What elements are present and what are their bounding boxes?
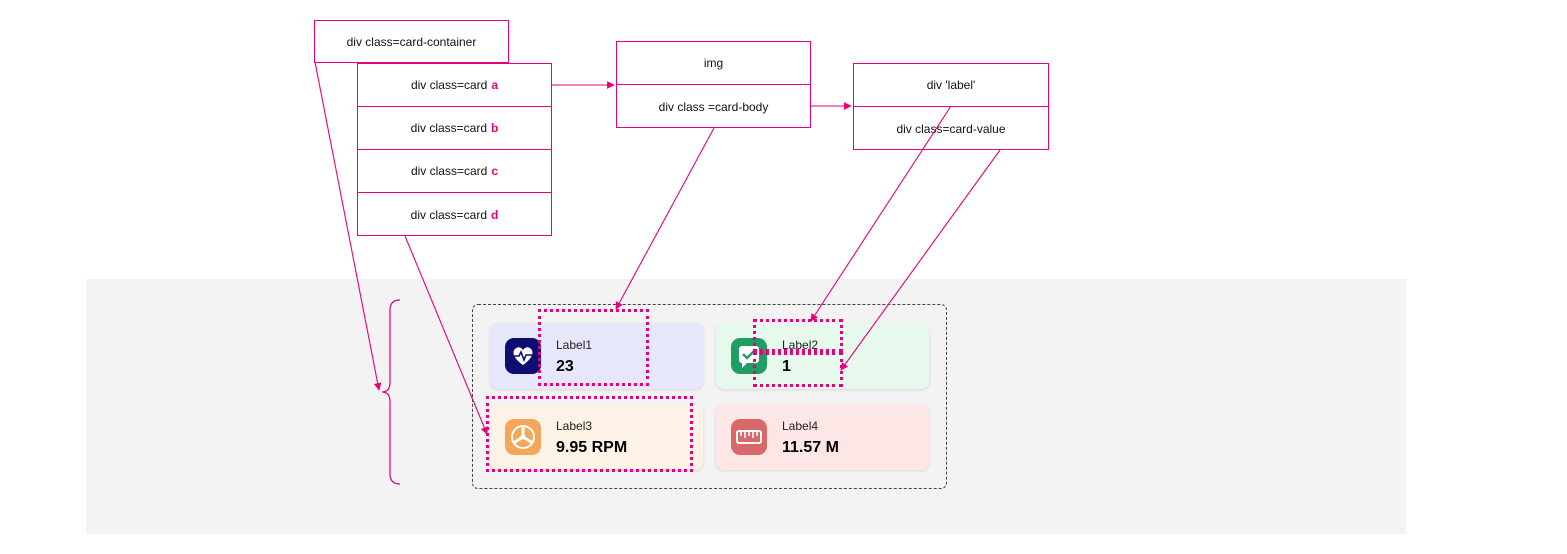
card-node-letter: a [491, 78, 499, 92]
value-highlight [753, 352, 843, 387]
heart-pulse-icon [505, 338, 541, 374]
card-value: 11.57 M [782, 439, 839, 456]
card-body-node: div class =card-body [658, 99, 769, 114]
preview-card-4: Label4 11.57 M [716, 404, 929, 470]
card-node-label: div class=card [410, 207, 488, 222]
preview-card-1: Label1 23 [490, 323, 703, 389]
card-body-children-node: div 'label' div class=card-value [853, 63, 1049, 150]
img-node: img [617, 42, 810, 85]
label-highlight [753, 319, 843, 352]
fan-icon [505, 419, 541, 455]
card-value: 23 [556, 358, 574, 375]
card-children-node: img div class =card-body [616, 41, 811, 128]
card-node-label: div class=card [410, 164, 488, 178]
preview-card-3: Label3 9.95 RPM [490, 404, 703, 470]
card-node-label: div class=card [410, 121, 488, 135]
label-node: div 'label' [854, 64, 1048, 107]
card-label: Label4 [782, 419, 819, 433]
card-value: 9.95 RPM [556, 439, 628, 456]
card-node-letter: c [491, 164, 499, 178]
card-highlight [486, 396, 693, 472]
card-node-letter: d [491, 207, 499, 222]
card-label: Label3 [556, 419, 593, 433]
card-label: Label2 [782, 338, 819, 352]
card-value-node: div class=card-value [896, 121, 1006, 136]
card-node-letter: b [491, 121, 499, 135]
card-body-highlight [538, 309, 649, 386]
ruler-icon [731, 419, 767, 455]
card-container-node: div class=card-container [314, 20, 509, 63]
card-label: Label1 [556, 338, 593, 352]
card-value: 1 [782, 358, 791, 375]
card-node-label: div class=card [410, 78, 488, 92]
